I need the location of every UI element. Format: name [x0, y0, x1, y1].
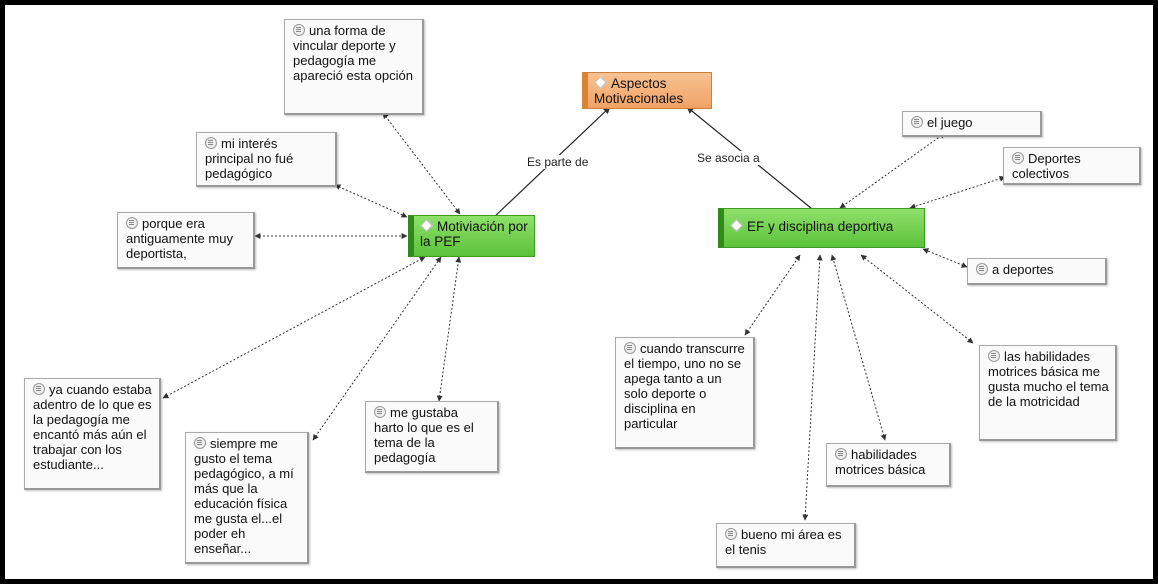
- links-layer: [162, 106, 1006, 521]
- quotation-icon: [33, 383, 45, 395]
- quote-text: el juego: [927, 115, 973, 130]
- quotation-icon: [126, 217, 138, 229]
- link-una-forma: [382, 112, 461, 215]
- quote-node[interactable]: bueno mi área es el tenis: [716, 523, 856, 568]
- quote-text: cuando transcurre el tiempo, uno no se a…: [624, 341, 745, 431]
- link-deportes-colectivos: [909, 175, 1006, 210]
- quote-text: habilidades motrices básica: [835, 447, 926, 477]
- quote-node[interactable]: porque era antiguamente muy deportista,: [117, 212, 255, 269]
- link-las-habilidades: [860, 254, 974, 344]
- quotation-icon: [976, 263, 988, 275]
- link-siempre-me: [312, 256, 442, 441]
- quote-text: ya cuando estaba adentro de lo que es la…: [33, 382, 152, 472]
- code-diamond-icon: [420, 219, 433, 232]
- code-node-ef-disciplina[interactable]: EF y disciplina deportiva: [718, 208, 925, 248]
- quote-text: siempre me gusto el tema pedagógico, a m…: [194, 436, 294, 556]
- code-label: Aspectos Motivacionales: [594, 76, 684, 106]
- link-habilidades-motrices: [830, 254, 887, 441]
- link-mi-interes: [334, 184, 408, 218]
- quote-node[interactable]: cuando transcurre el tiempo, uno no se a…: [615, 337, 755, 449]
- quote-text: mi interés principal no fué pedagógico: [205, 136, 294, 181]
- quote-node[interactable]: mi interés principal no fué pedagógico: [196, 132, 337, 187]
- quotation-icon: [374, 406, 386, 418]
- quote-node[interactable]: una forma de vincular deporte y pedagogí…: [284, 19, 424, 115]
- quote-node[interactable]: el juego: [902, 111, 1042, 137]
- quotation-icon: [988, 350, 1000, 362]
- link-a-deportes: [922, 248, 968, 268]
- quotation-icon: [293, 24, 305, 36]
- quote-text: a deportes: [992, 262, 1054, 277]
- quote-node[interactable]: siempre me gusto el tema pedagógico, a m…: [185, 432, 309, 564]
- link-el-juego: [839, 132, 946, 209]
- code-label: Motiviación por la PEF: [420, 219, 528, 249]
- quotation-icon: [911, 116, 923, 128]
- quotation-icon: [194, 437, 206, 449]
- quotation-icon: [1012, 152, 1024, 164]
- quote-text: una forma de vincular deporte y pedagogí…: [293, 23, 413, 83]
- quote-text: porque era antiguamente muy deportista,: [126, 216, 233, 261]
- network-canvas: Es parte de Se asocia a Aspectos Motivac…: [5, 5, 1153, 579]
- code-diamond-icon: [594, 76, 607, 89]
- relation-label-se-asocia-a: Se asocia a: [695, 151, 762, 165]
- quote-node[interactable]: habilidades motrices básica: [826, 443, 951, 487]
- link-cuando-transcurre: [744, 254, 801, 336]
- code-label: EF y disciplina deportiva: [747, 219, 894, 234]
- quote-text: las habilidades motrices básica me gusta…: [988, 349, 1109, 409]
- relation-label-es-parte-de: Es parte de: [525, 155, 591, 169]
- quote-node[interactable]: me gustaba harto lo que es el tema de la…: [365, 401, 499, 473]
- quote-node[interactable]: las habilidades motrices básica me gusta…: [979, 345, 1117, 441]
- quote-text: me gustaba harto lo que es el tema de la…: [374, 405, 474, 465]
- quotation-icon: [725, 528, 737, 540]
- quote-text: bueno mi área es el tenis: [725, 527, 842, 557]
- code-node-aspectos-motivacionales[interactable]: Aspectos Motivacionales: [582, 72, 712, 109]
- link-bueno-mi-area: [802, 254, 823, 521]
- quote-text: Deportes colectivos: [1012, 151, 1081, 181]
- quote-node[interactable]: Deportes colectivos: [1003, 147, 1141, 185]
- quote-node[interactable]: ya cuando estaba adentro de lo que es la…: [24, 378, 161, 490]
- quotation-icon: [205, 137, 217, 149]
- quote-node[interactable]: a deportes: [967, 258, 1107, 285]
- code-node-motivacion-pef[interactable]: Motiviación por la PEF: [408, 215, 535, 257]
- link-ya-cuando: [162, 256, 426, 399]
- code-diamond-icon: [730, 219, 743, 232]
- quotation-icon: [835, 448, 847, 460]
- link-me-gustaba: [436, 256, 462, 402]
- quotation-icon: [624, 342, 636, 354]
